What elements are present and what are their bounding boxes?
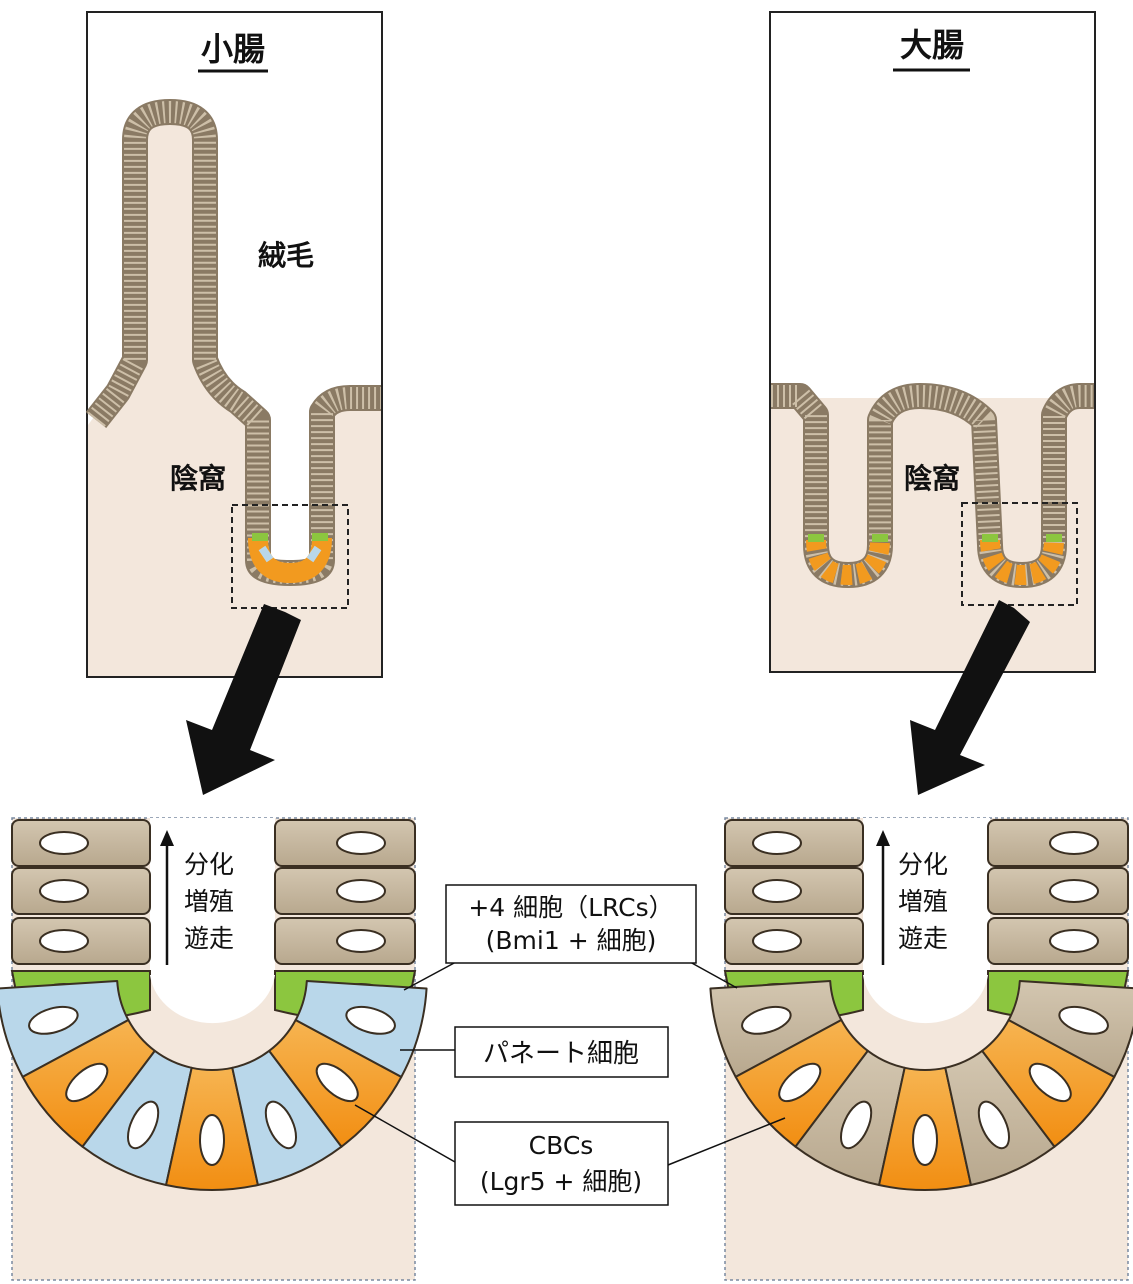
small-intestine-crypt-label: 陰窩: [170, 462, 226, 495]
villus-label: 絨毛: [258, 239, 314, 272]
plus4-label-line2: (Bmi1 + 細胞): [486, 926, 657, 955]
paneth-label: パネート細胞: [483, 1039, 639, 1069]
nucleus: [200, 1115, 224, 1165]
nucleus: [337, 880, 385, 902]
callout-paneth-cells: パネート細胞: [400, 1027, 668, 1077]
left-arrow-label-1: 分化: [184, 850, 234, 879]
plus4-label-line1: +4 細胞（LRCs）: [468, 893, 673, 922]
left-arrow-label-3: 遊走: [184, 924, 234, 953]
callout-cbcs: CBCs (Lgr5 + 細胞): [355, 1105, 785, 1205]
small-intestine-panel: 小腸 絨毛 陰窩: [87, 12, 382, 677]
large-intestine-crypt-label: 陰窩: [904, 462, 960, 495]
nucleus: [753, 930, 801, 952]
left-arrow-label-2: 増殖: [184, 887, 234, 916]
nucleus: [337, 930, 385, 952]
nucleus: [40, 930, 88, 952]
nucleus: [753, 832, 801, 854]
right-arrow-label-3: 遊走: [898, 924, 948, 953]
nucleus: [1050, 880, 1098, 902]
nucleus: [1050, 930, 1098, 952]
nucleus: [40, 832, 88, 854]
right-arrow-label-2: 増殖: [898, 887, 948, 916]
nucleus: [337, 832, 385, 854]
large-intestine-panel: 大腸 陰窩: [770, 12, 1095, 672]
nucleus: [913, 1115, 937, 1165]
nucleus: [753, 880, 801, 902]
callout-plus4-cells: +4 細胞（LRCs） (Bmi1 + 細胞): [404, 885, 737, 990]
small-intestine-title: 小腸: [201, 30, 265, 68]
nucleus: [40, 880, 88, 902]
cbc-label-line1: CBCs: [529, 1131, 594, 1160]
cbc-label-line2: (Lgr5 + 細胞): [480, 1167, 642, 1196]
large-intestine-title: 大腸: [900, 26, 964, 64]
right-arrow-label-1: 分化: [898, 850, 948, 879]
nucleus: [1050, 832, 1098, 854]
